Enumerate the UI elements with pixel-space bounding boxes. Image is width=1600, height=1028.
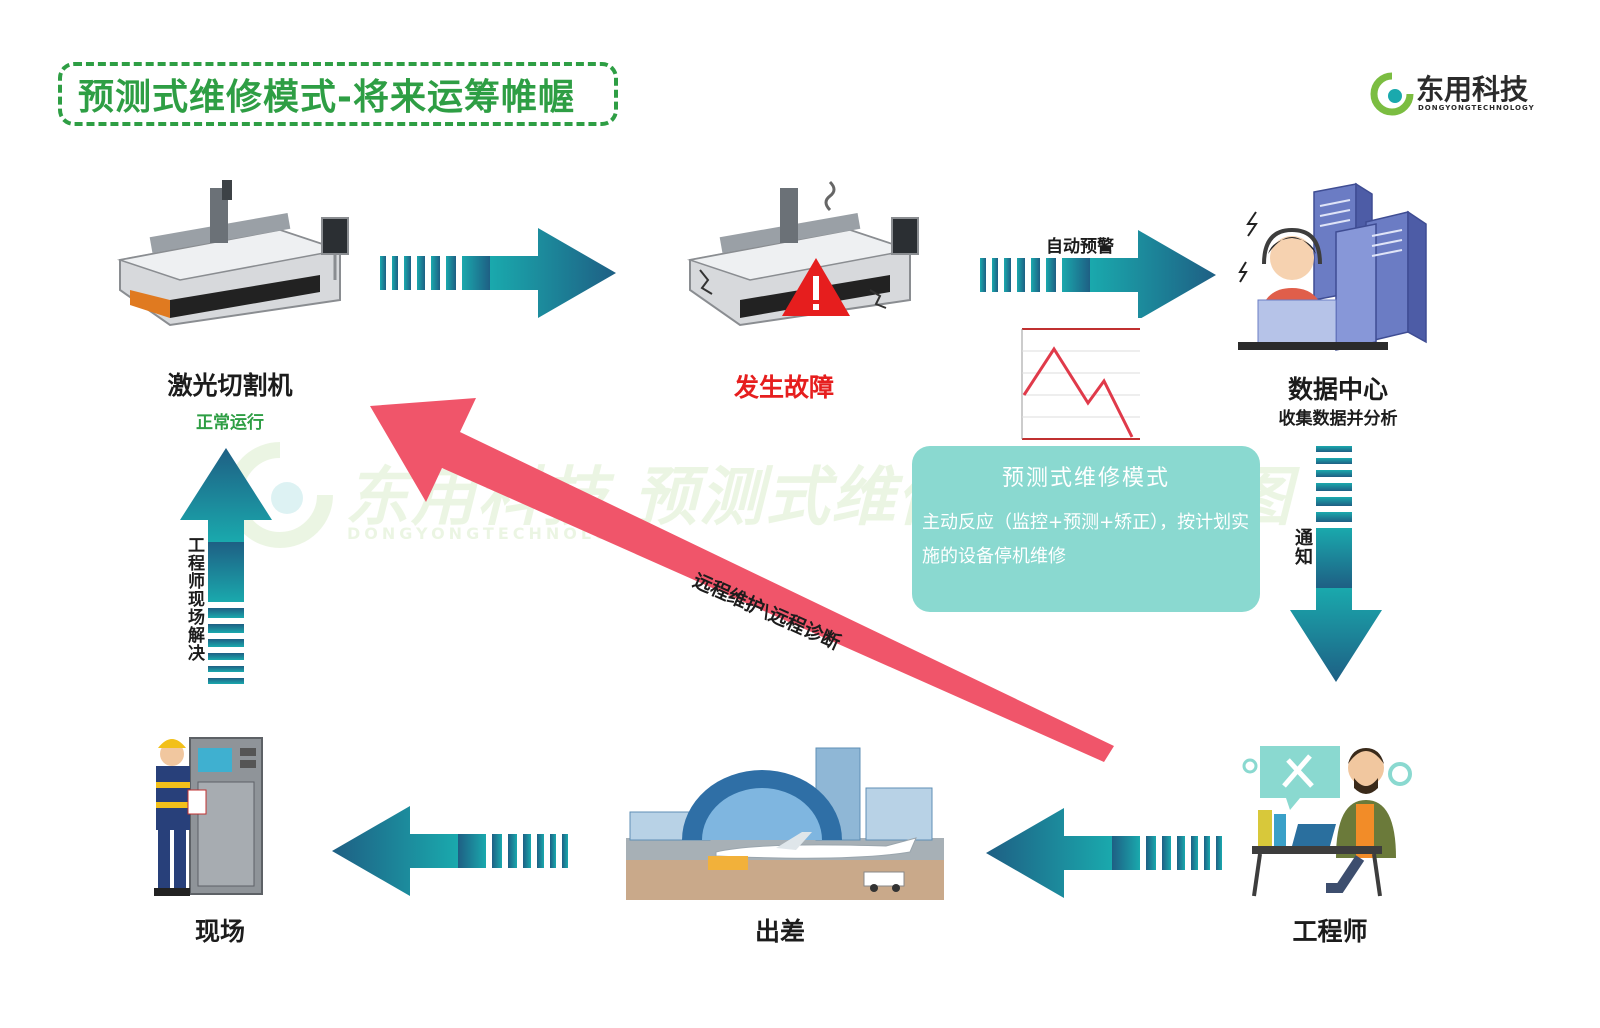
arrow-site-to-laser xyxy=(180,448,272,684)
arrow-laser-to-fault xyxy=(380,228,616,318)
data-center-icon xyxy=(1238,182,1427,351)
site-label: 现场 xyxy=(194,917,245,946)
info-body: 主动反应（监控+预测+矫正），按计划实施的设备停机维修 xyxy=(922,512,1250,567)
arrow-trip-to-site xyxy=(332,806,568,896)
onsite-label: 工程师现场解决 xyxy=(184,536,204,662)
warning-label: 自动预警 xyxy=(1046,237,1114,257)
watermark-sub: DONGYONGTECHNOLOGY xyxy=(347,524,645,543)
title-box: 预测式维修模式-将来运筹帷幄 xyxy=(58,62,618,126)
trend-chart-icon xyxy=(1021,328,1140,440)
arrow-datacenter-to-engineer xyxy=(1290,446,1382,682)
engineer-icon xyxy=(1242,746,1412,897)
fault-label: 发生故障 xyxy=(733,373,834,402)
logo-name: 东用科技 xyxy=(1416,73,1529,106)
brand-logo: 东用科技 DONGYONGTECHNOLOGY xyxy=(1370,68,1560,118)
logo-sub: DONGYONGTECHNOLOGY xyxy=(1418,104,1535,112)
onsite-worker-icon xyxy=(154,737,263,896)
trip-label: 出差 xyxy=(754,917,805,946)
data-center-sub: 收集数据并分析 xyxy=(1278,409,1398,429)
info-box: 预测式维修模式 主动反应（监控+预测+矫正），按计划实施的设备停机维修 xyxy=(912,446,1260,612)
airport-icon xyxy=(626,747,944,900)
faulty-machine-icon xyxy=(687,180,919,327)
notify-label: 通知 xyxy=(1292,528,1313,566)
data-center-label: 数据中心 xyxy=(1287,375,1388,404)
info-title: 预测式维修模式 xyxy=(1001,466,1170,491)
arrow-engineer-to-trip xyxy=(986,808,1222,898)
arrow-fault-to-datacenter xyxy=(980,230,1216,318)
watermark-logo-icon xyxy=(227,442,333,548)
laser-machine-label: 激光切割机 xyxy=(167,371,293,400)
logo-icon xyxy=(1370,72,1414,116)
remote-maintenance-arrow xyxy=(370,398,1114,762)
engineer-label: 工程师 xyxy=(1292,917,1368,946)
laser-machine-icon xyxy=(117,180,349,327)
page-title: 预测式维修模式-将来运筹帷幄 xyxy=(78,77,575,118)
laser-machine-status: 正常运行 xyxy=(196,413,264,433)
